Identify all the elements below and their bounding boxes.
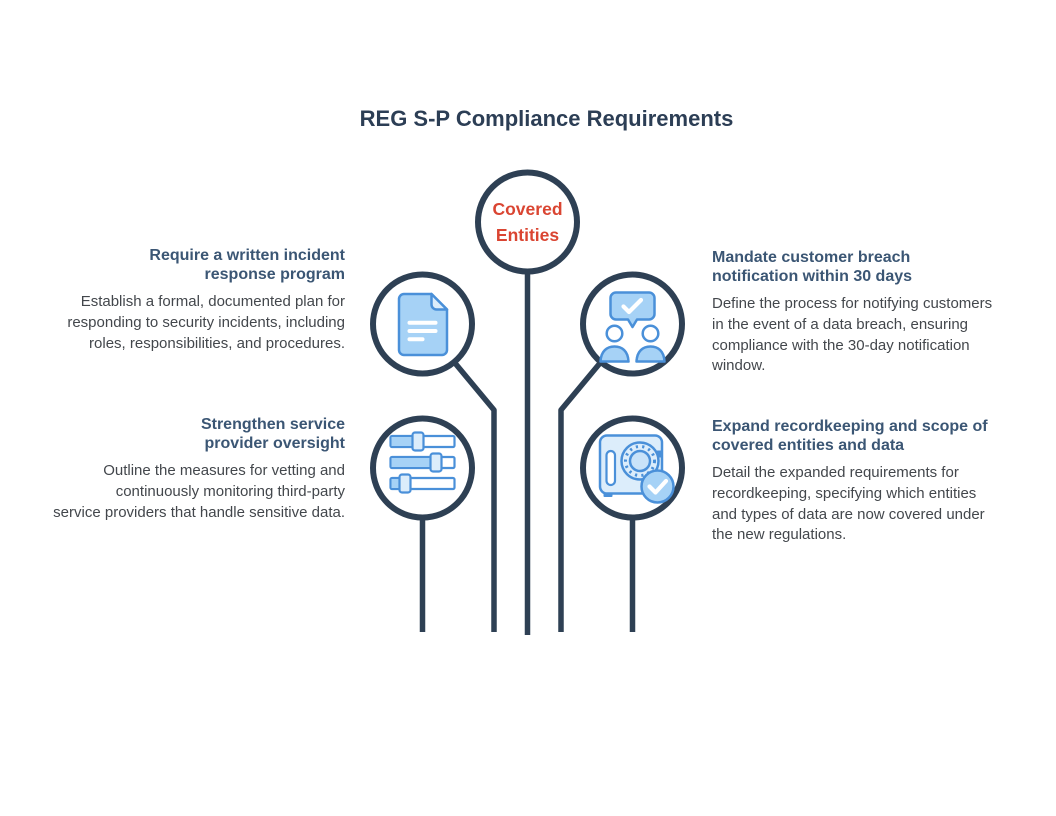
people-chat-check-icon <box>599 291 666 363</box>
document-icon <box>397 292 449 357</box>
branch-breach-notification: Mandate customer breach notification wit… <box>712 249 1042 377</box>
branch-body: Establish a formal, documented plan for … <box>67 293 345 352</box>
sliders-icon <box>389 431 456 494</box>
branch-recordkeeping: Expand recordkeeping and scope of covere… <box>712 418 1042 546</box>
branch-heading: Require a written incident response prog… <box>149 247 345 283</box>
safe-check-icon <box>598 434 675 504</box>
branch-provider-oversight: Strengthen service provider oversight Ou… <box>15 416 345 523</box>
branch-body: Outline the measures for vetting and con… <box>53 462 345 521</box>
branch-heading: Strengthen service provider oversight <box>200 416 345 452</box>
center-node <box>475 169 580 275</box>
branch-body: Define the process for notifying custome… <box>712 295 993 375</box>
recordkeeping-node <box>580 415 685 521</box>
branch-heading: Mandate customer breach notification wit… <box>712 249 913 285</box>
breach-notification-node <box>580 271 685 377</box>
branch-incident-response: Require a written incident response prog… <box>15 247 345 354</box>
provider-oversight-node <box>370 415 475 521</box>
branch-heading: Expand recordkeeping and scope of covere… <box>712 418 988 454</box>
incident-response-node <box>370 271 475 377</box>
page-title: REG S-P Compliance Requirements <box>359 106 734 131</box>
branch-body: Detail the expanded requirements for rec… <box>712 464 985 544</box>
center-node-circle <box>475 169 580 275</box>
center-node-label: Covered Entities <box>492 199 563 245</box>
